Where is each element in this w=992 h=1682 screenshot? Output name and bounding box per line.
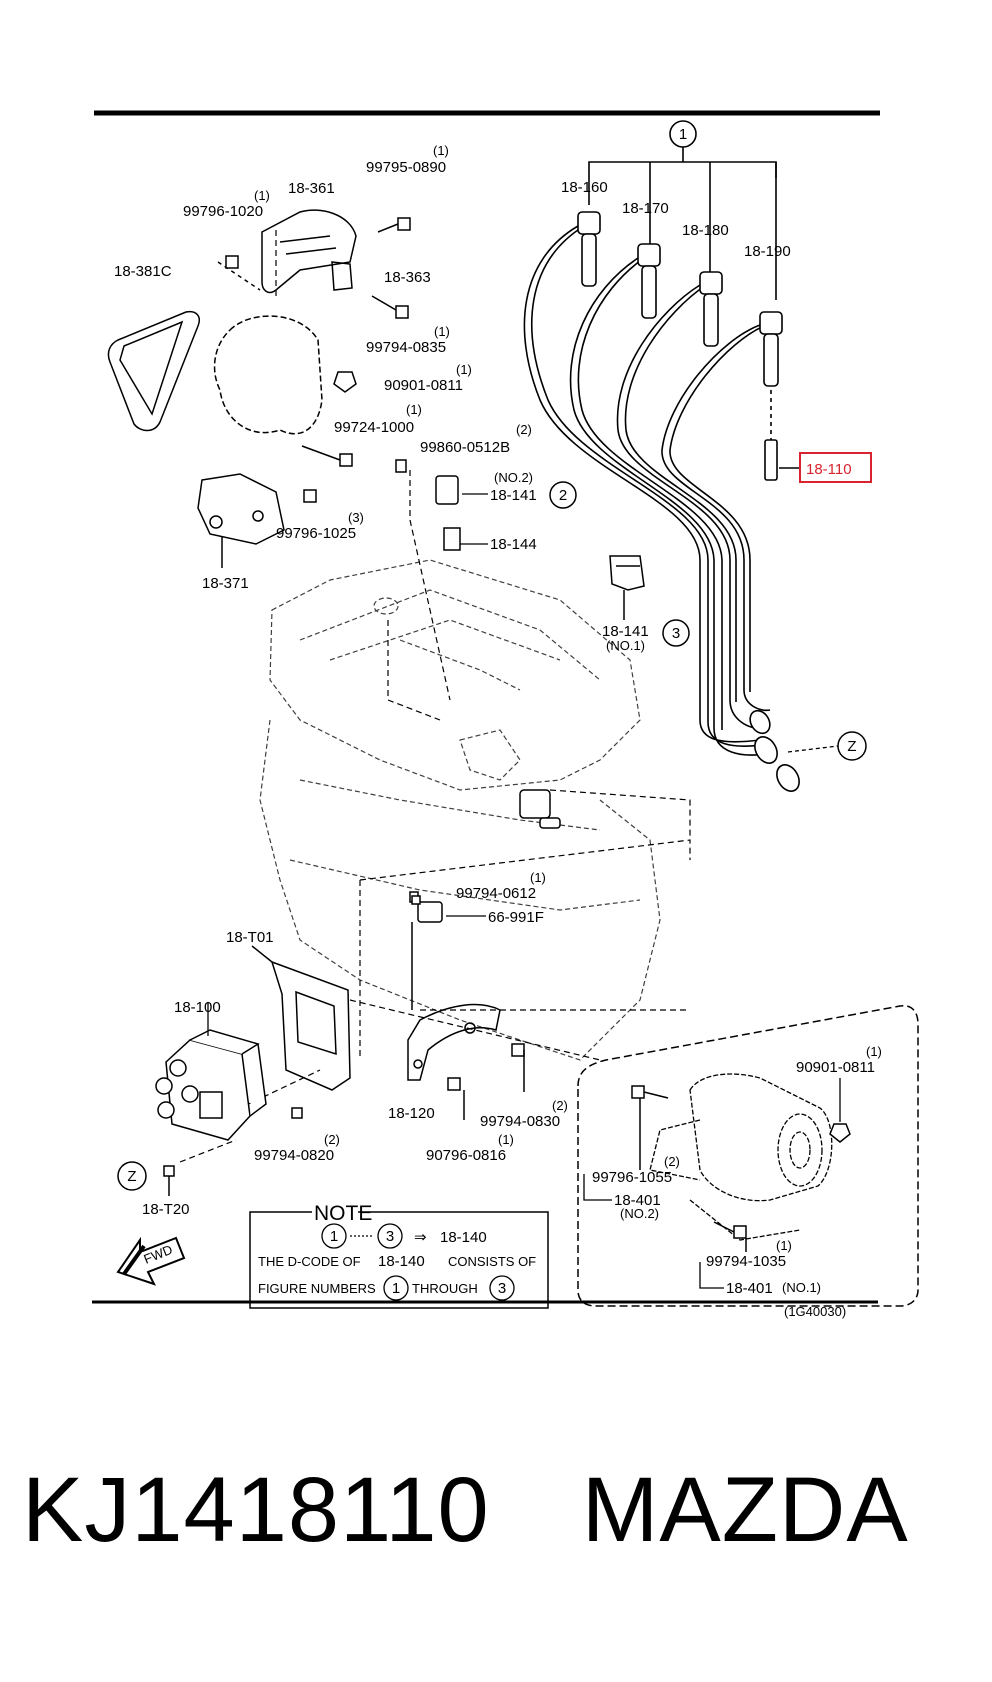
- label-18-190: 18-190: [744, 243, 791, 260]
- qty-90901-0811-starter: (1): [866, 1044, 882, 1059]
- note-heading: NOTE: [314, 1202, 372, 1225]
- callout-z-left: Z: [127, 1168, 136, 1185]
- label-18-180: 18-180: [682, 222, 729, 239]
- bracket-18-T01: [251, 945, 351, 1091]
- label-99794-0830: 99794-0830: [480, 1113, 560, 1130]
- highlight-box-18-110: [799, 452, 872, 483]
- qty-99796-1020: (1): [254, 188, 270, 203]
- callout-1: 1: [679, 126, 687, 143]
- label-99724-1000: 99724-1000: [334, 419, 414, 436]
- qty-99794-0612: (1): [530, 870, 546, 885]
- diagram-ref-code: (1G40030): [784, 1304, 846, 1319]
- label-18-T01: 18-T01: [226, 929, 274, 946]
- label-18-141-no2: 18-141: [490, 487, 537, 504]
- sensor-66-991F: [409, 789, 561, 1010]
- note-line2-code: 18-140: [378, 1253, 425, 1270]
- label-99794-0820: 99794-0820: [254, 1147, 334, 1164]
- label-18-170: 18-170: [622, 200, 669, 217]
- plug-boots: [577, 211, 800, 792]
- label-18-401-no1: 18-401: [726, 1280, 773, 1297]
- bolts-lower-middle: [447, 1043, 525, 1120]
- qty-99795-0890: (1): [433, 143, 449, 158]
- starter-motor: [649, 1073, 833, 1241]
- label-90796-0816: 90796-0816: [426, 1147, 506, 1164]
- qty-90901-0811: (1): [456, 362, 472, 377]
- callout-2-circle: [549, 481, 577, 509]
- label-99794-1035: 99794-1035: [706, 1253, 786, 1270]
- label-18-381C: 18-381C: [114, 263, 172, 280]
- note-line3-a: FIGURE NUMBERS: [258, 1281, 376, 1296]
- callout-3: 3: [672, 625, 680, 642]
- part-number: KJ1418110: [22, 1459, 490, 1561]
- label-18-160: 18-160: [561, 179, 608, 196]
- note-range-code: 18-140: [440, 1229, 487, 1246]
- callout-z-left-circle: [117, 1161, 147, 1191]
- note-line2-b: CONSISTS OF: [448, 1254, 536, 1269]
- spark-plug-wire-set: [523, 120, 777, 756]
- label-no2: (NO.2): [494, 470, 533, 485]
- product-caption: KJ1418110 MAZDA: [22, 1458, 972, 1578]
- label-no1: (NO.1): [606, 638, 645, 653]
- qty-99796-1025: (3): [348, 510, 364, 525]
- label-99796-1020: 99796-1020: [183, 203, 263, 220]
- label-18-110: 18-110: [806, 461, 852, 478]
- qty-99794-0835: (1): [434, 324, 450, 339]
- label-90901-0811: 90901-0811: [384, 377, 463, 394]
- clip-18-141-no1: [609, 555, 645, 620]
- label-18-141-no1: 18-141: [602, 623, 649, 640]
- fwd-arrow-icon: FWD: [116, 1236, 186, 1286]
- label-18-120: 18-120: [388, 1105, 435, 1122]
- callout-2: 2: [559, 487, 567, 504]
- callout-z-right-circle: [837, 731, 867, 761]
- bracket-18-120: [407, 1003, 501, 1081]
- ignition-coil-18-100: [155, 1029, 267, 1141]
- qty-99724-1000: (1): [406, 402, 422, 417]
- label-no2-starter: (NO.2): [620, 1206, 659, 1221]
- label-no1-starter: (NO.1): [782, 1280, 821, 1295]
- callout-z-right: Z: [847, 738, 856, 755]
- bolts-lower-left: [163, 1107, 303, 1196]
- label-99796-1025: 99796-1025: [276, 525, 356, 542]
- bolts-starter: [631, 1085, 851, 1252]
- label-18-144: 18-144: [490, 536, 537, 553]
- alternator-assembly: [107, 209, 357, 568]
- label-18-363: 18-363: [384, 269, 431, 286]
- engine-block: [259, 559, 661, 1061]
- qty-99794-0830: (2): [552, 1098, 568, 1113]
- label-99794-0612: 99794-0612: [456, 885, 536, 902]
- brand-name: MAZDA: [581, 1459, 909, 1561]
- label-66-991F: 66-991F: [488, 909, 544, 926]
- qty-99796-1055: (2): [664, 1154, 680, 1169]
- note-line3-from: 1: [392, 1280, 400, 1297]
- label-18-361: 18-361: [288, 180, 335, 197]
- note-line2-a: THE D-CODE OF: [258, 1254, 361, 1269]
- qty-99794-0820: (2): [324, 1132, 340, 1147]
- label-99794-0835: 99794-0835: [366, 339, 446, 356]
- leader-frames: [179, 230, 691, 1163]
- label-99795-0890: 99795-0890: [366, 159, 446, 176]
- label-18-T20: 18-T20: [142, 1201, 190, 1218]
- note-range-to: 3: [386, 1228, 394, 1245]
- starter-inset-frame: [577, 1004, 919, 1307]
- label-99796-1055: 99796-1055: [592, 1169, 672, 1186]
- bolts-upper-left: [225, 217, 461, 551]
- note-box: NOTE 1 3 ⇒ 18-140 THE D-CODE OF 18-140 C…: [249, 1202, 549, 1309]
- qty-90796-0816: (1): [498, 1132, 514, 1147]
- label-18-100: 18-100: [174, 999, 221, 1016]
- label-18-401-no2: 18-401: [614, 1192, 661, 1209]
- note-range-from: 1: [330, 1228, 338, 1245]
- label-99860-0512B: 99860-0512B: [420, 439, 510, 456]
- qty-99860-0512B: (2): [516, 422, 532, 437]
- note-line3-to: 3: [498, 1280, 506, 1297]
- note-line3-b: THROUGH: [412, 1281, 478, 1296]
- note-arrow: ⇒: [414, 1229, 427, 1246]
- qty-99794-1035: (1): [776, 1238, 792, 1253]
- callout-3-circle: [662, 619, 690, 647]
- label-18-371: 18-371: [202, 575, 249, 592]
- label-90901-0811-starter: 90901-0811: [796, 1059, 875, 1076]
